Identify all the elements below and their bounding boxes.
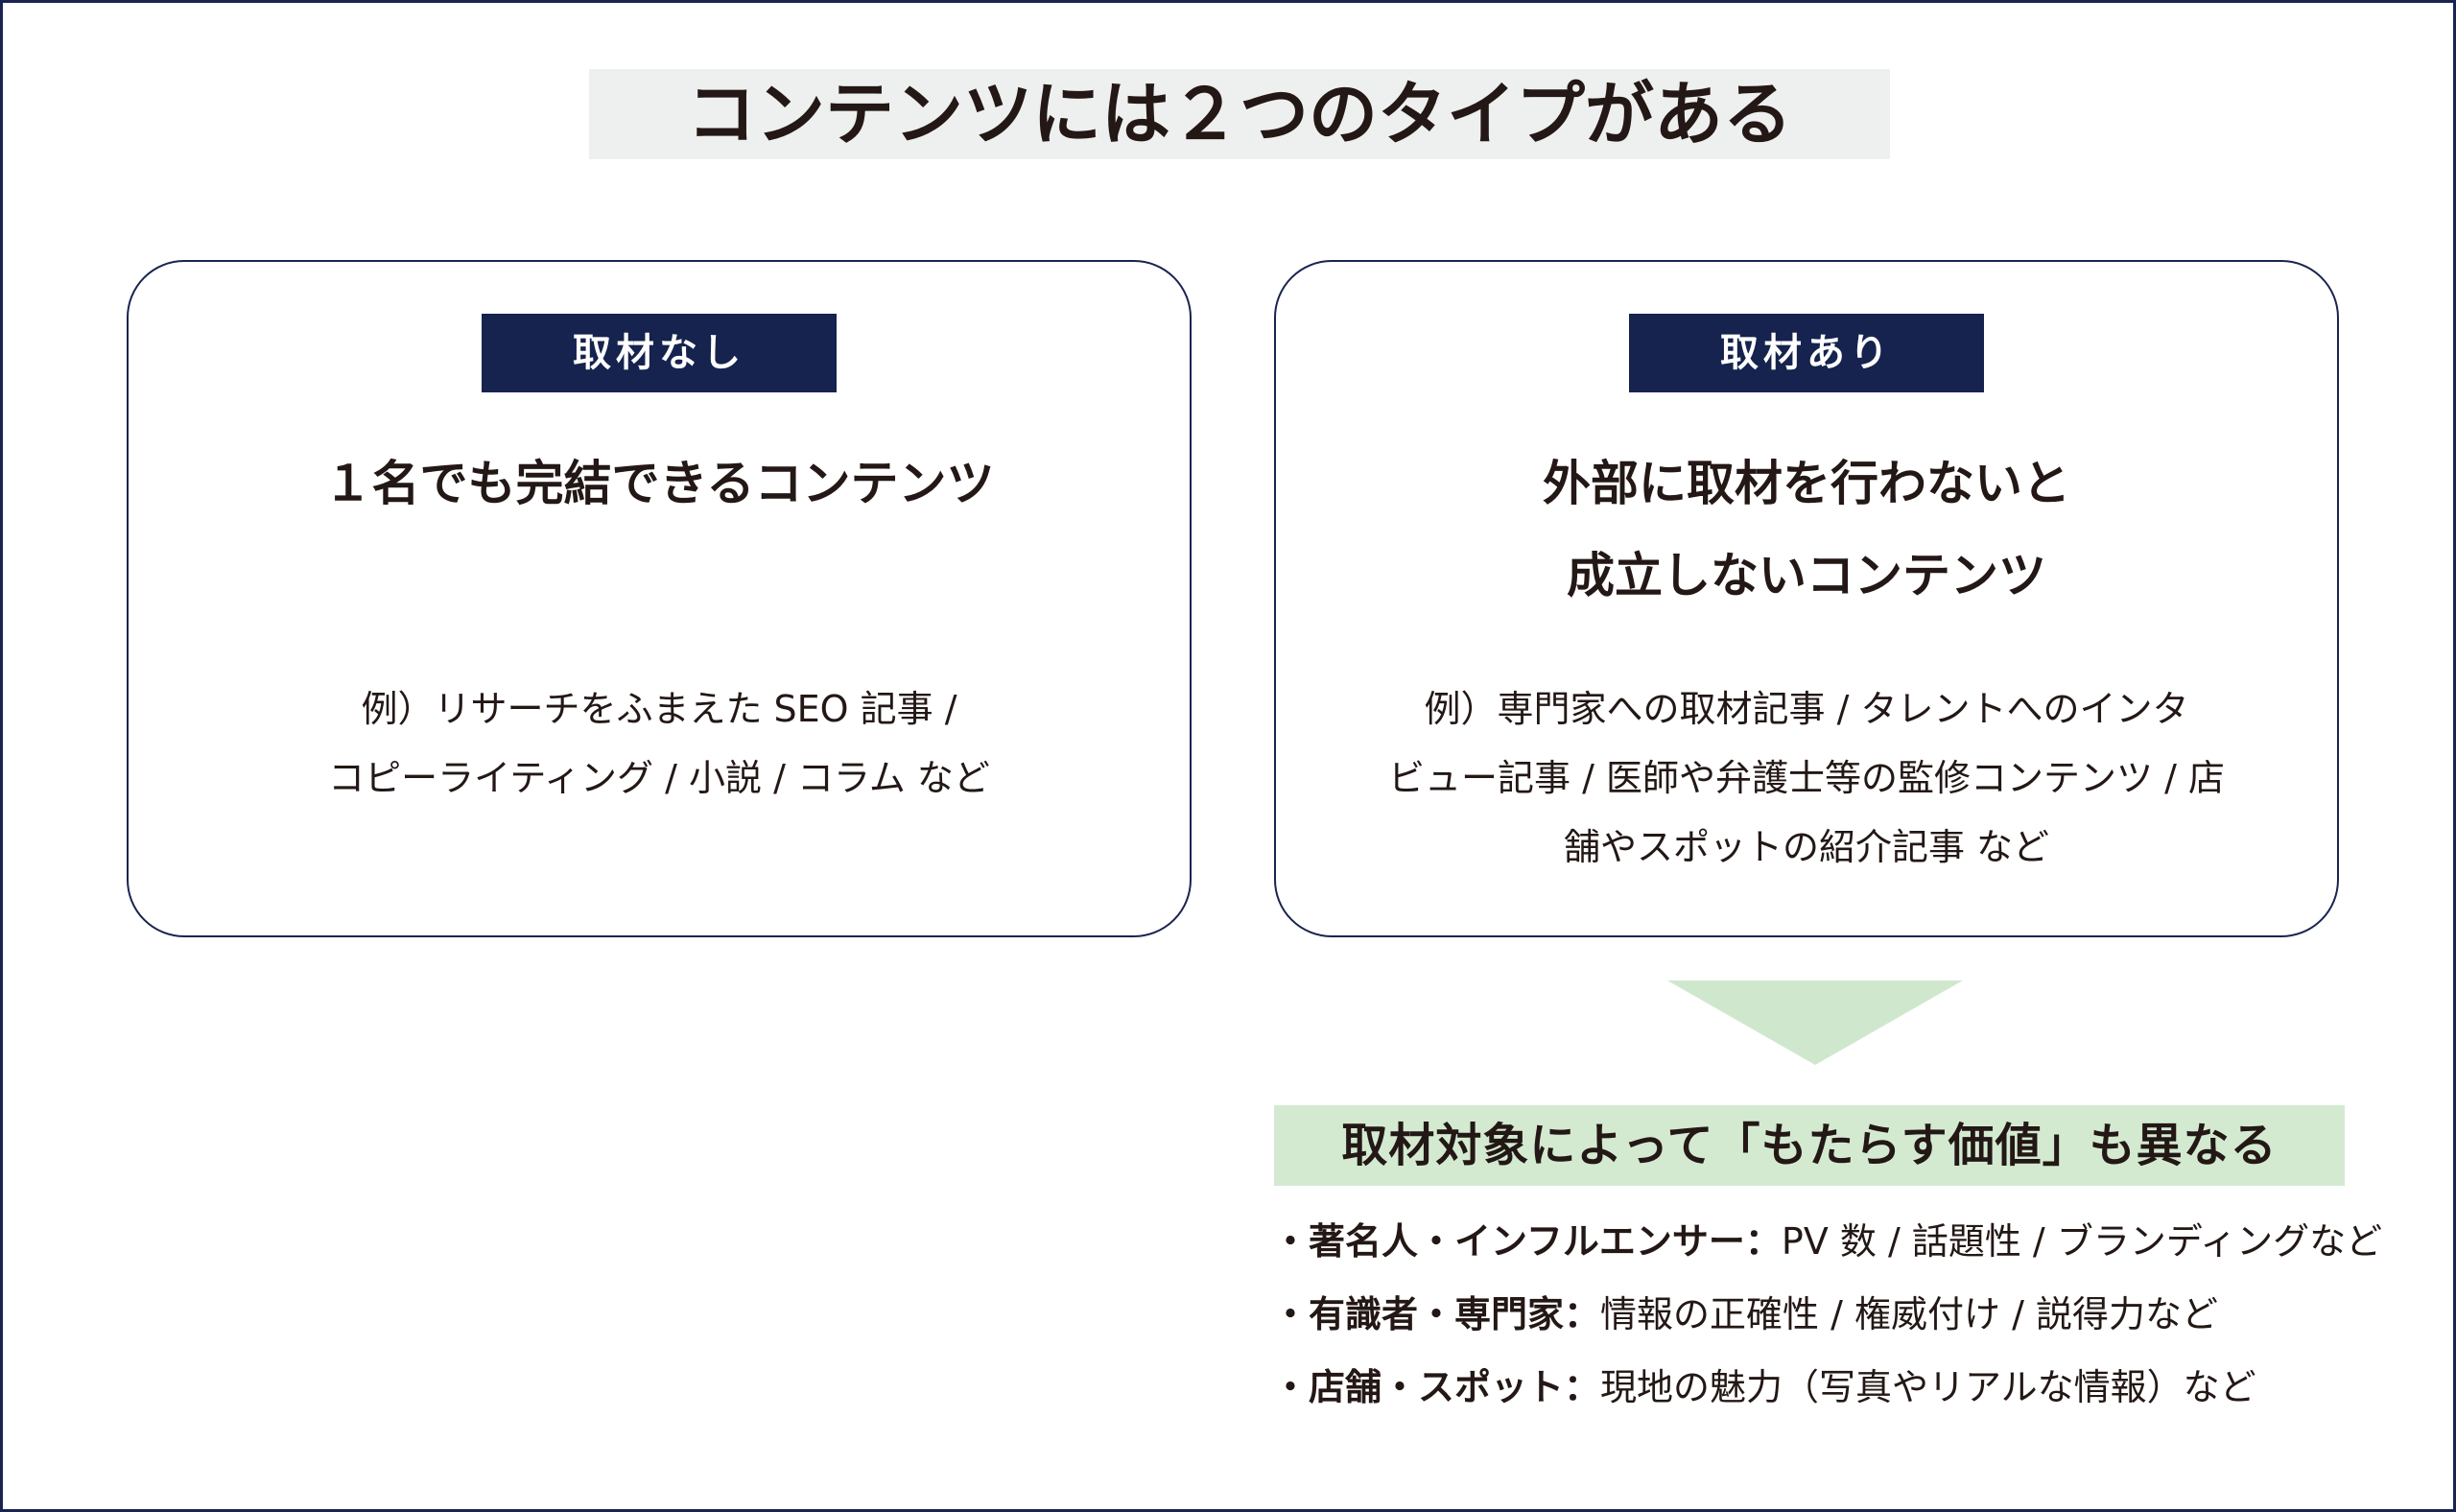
card-examples-no-interview: 例）リサーチをふまえた SEO 記事 / コピーライティング / 小説 / コラ… [205, 674, 1113, 813]
value-item-label: 店舗・スポット [1309, 1366, 1565, 1408]
value-item-separator: ： [1744, 1220, 1782, 1263]
card-label-with-interview: 取材あり [1629, 314, 1984, 392]
card-example-line: 例）専門家への取材記事 / タレントへのインタ [1424, 688, 2189, 730]
bullet-marker: ・ [1272, 1293, 1310, 1335]
card-example-line: 例）リサーチをふまえた SEO 記事 / [361, 688, 957, 730]
card-examples-with-interview: 例）専門家への取材記事 / タレントへのインタ ビュー記事 / 医師や弁護士等の… [1353, 674, 2260, 882]
card-no-interview: 取材なし １名でも完結できるコンテンツ 例）リサーチをふまえた SEO 記事 /… [127, 260, 1192, 937]
value-item-value: 情報の正確性 / 権威付け / 説得力など [1600, 1293, 2218, 1335]
card-example-line: コピーライティング / 小説 / コラム など [328, 757, 990, 799]
value-item-value: 現地の魅力（写真やリアルな情報）など [1600, 1366, 2256, 1408]
value-item-expert: ・有識者・専門家：情報の正確性 / 権威付け / 説得力など [1272, 1278, 2423, 1351]
slide-title: コンテンツには２つのタイプがある [589, 69, 1890, 159]
value-item-label: 著名人・インフルエンサー [1309, 1220, 1745, 1263]
bullet-marker: ・ [1272, 1366, 1310, 1408]
value-item-separator: ： [1564, 1293, 1601, 1335]
card-heading-line: 外部に取材を行わないと [1543, 456, 2070, 511]
card-heading-line: 成立しないコンテンツ [1567, 548, 2046, 603]
card-example-line: ビュー記事 / 医師や弁護士等の監修コンテンツ / 店 [1388, 757, 2225, 799]
card-example-line: 舗やスポットの紹介記事 など [1563, 826, 2050, 868]
value-item-value: PV 数 / 話題性 / ブランディングなど [1781, 1220, 2383, 1263]
value-item-celebrity: ・著名人・インフルエンサー：PV 数 / 話題性 / ブランディングなど [1272, 1205, 2423, 1278]
card-heading-line: １名でも完結できるコンテンツ [323, 456, 995, 511]
value-heading-banner: 取材対象によって「もたらす価値」も異なる [1274, 1105, 2345, 1186]
triangle-down-icon [1667, 980, 1963, 1065]
card-heading-with-interview: 外部に取材を行わないと 成立しないコンテンツ [1314, 437, 2299, 622]
value-list: ・著名人・インフルエンサー：PV 数 / 話題性 / ブランディングなど ・有識… [1272, 1205, 2423, 1424]
card-label-no-interview: 取材なし [482, 314, 837, 392]
value-item-separator: ： [1564, 1366, 1601, 1408]
card-with-interview: 取材あり 外部に取材を行わないと 成立しないコンテンツ 例）専門家への取材記事 … [1274, 260, 2339, 937]
value-item-store: ・店舗・スポット：現地の魅力（写真やリアルな情報）など [1272, 1351, 2423, 1424]
value-item-label: 有識者・専門家 [1309, 1293, 1565, 1335]
bullet-marker: ・ [1272, 1220, 1310, 1263]
card-heading-no-interview: １名でも完結できるコンテンツ [167, 437, 1151, 530]
